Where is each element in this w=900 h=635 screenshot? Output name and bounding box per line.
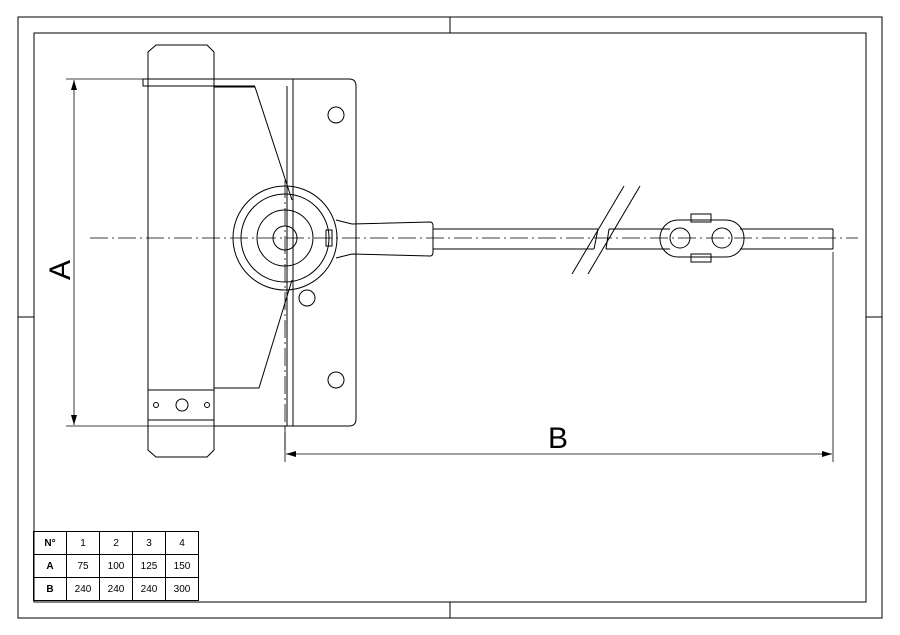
spec-table-row-label: A bbox=[33, 554, 67, 578]
spec-table-header-cell: 1 bbox=[66, 531, 100, 555]
spec-table-header-row: N° 1 2 3 4 bbox=[33, 531, 199, 555]
dimension-a-label: A bbox=[44, 260, 77, 280]
spec-table-header-cell: N° bbox=[33, 531, 67, 555]
spec-table: N° 1 2 3 4 A 75 100 125 150 B 240 240 24… bbox=[33, 531, 199, 601]
spec-table-cell: 240 bbox=[99, 577, 133, 601]
drawing-frame bbox=[17, 16, 883, 619]
spec-table-cell: 150 bbox=[165, 554, 199, 578]
spec-table-header-cell: 2 bbox=[99, 531, 133, 555]
closer-body bbox=[147, 44, 215, 458]
spec-table-cell: 240 bbox=[132, 577, 166, 601]
arm-rod bbox=[433, 185, 834, 275]
spec-table-row: A 75 100 125 150 bbox=[33, 554, 199, 578]
spec-table-cell: 300 bbox=[165, 577, 199, 601]
spec-table-header-cell: 3 bbox=[132, 531, 166, 555]
center-lines bbox=[90, 180, 858, 450]
spec-table-cell: 100 bbox=[99, 554, 133, 578]
spec-table-cell: 240 bbox=[66, 577, 100, 601]
spec-table-cell: 125 bbox=[132, 554, 166, 578]
spec-table-cell: 75 bbox=[66, 554, 100, 578]
spec-table-row: B 240 240 240 300 bbox=[33, 577, 199, 601]
dimension-a bbox=[66, 78, 214, 427]
mounting-plate bbox=[142, 78, 357, 427]
spec-table-header-cell: 4 bbox=[165, 531, 199, 555]
dimension-b-label: B bbox=[548, 422, 568, 455]
dimension-b bbox=[284, 252, 834, 462]
spec-table-row-label: B bbox=[33, 577, 67, 601]
